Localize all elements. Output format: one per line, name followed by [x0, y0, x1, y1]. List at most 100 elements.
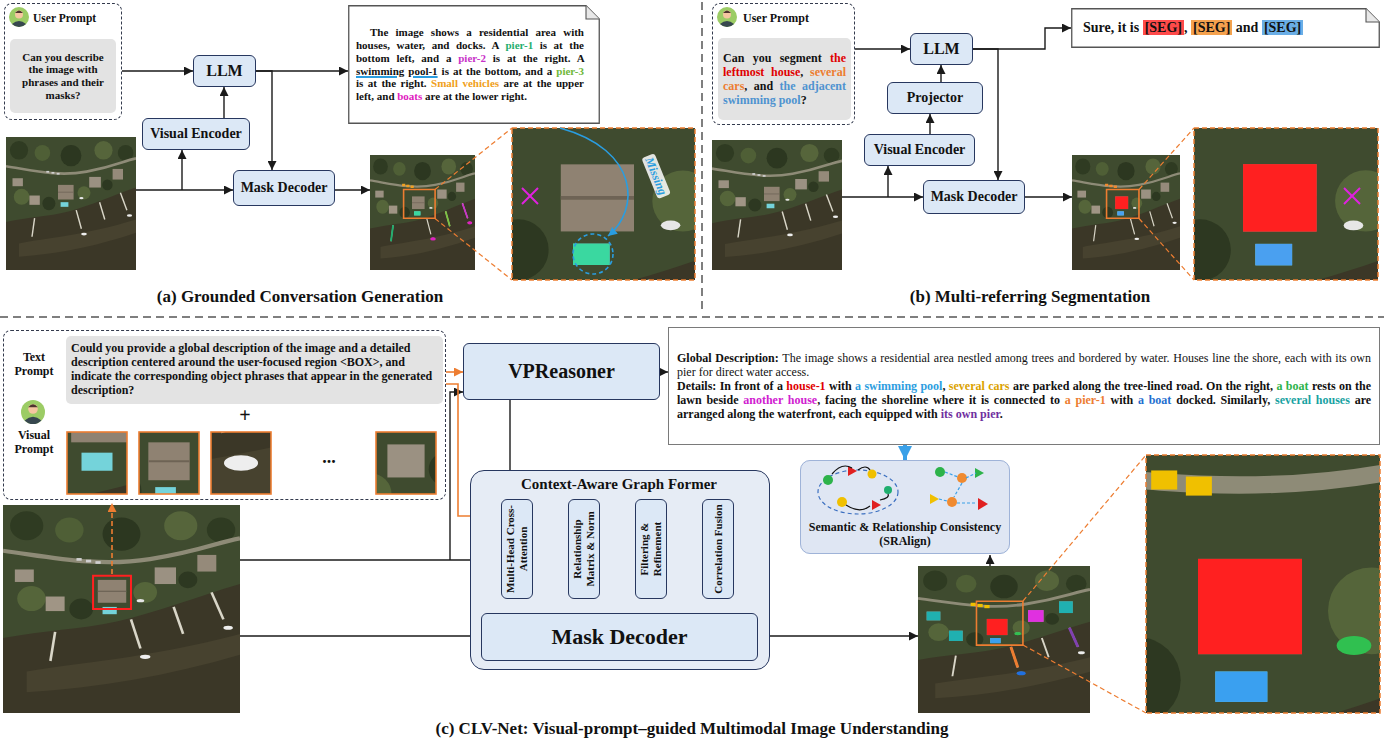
document-outline: [1366, 9, 1379, 22]
illustration-part: [1107, 190, 1139, 219]
node-label: VPReasoner: [508, 360, 615, 383]
illustration-part: [832, 466, 852, 474]
illustration-part: [842, 196, 923, 197]
connector: [973, 28, 1071, 49]
node-label: +: [230, 404, 260, 427]
illustration-part: [370, 155, 475, 270]
illustration-part: [21, 400, 45, 424]
illustration-part: [391, 184, 472, 242]
illustration-part: [9, 7, 29, 27]
node-label: Mask Decoder: [551, 624, 687, 649]
node-label: Visual Prompt: [4, 429, 64, 457]
connector: [855, 48, 910, 49]
text-run: Global Description:: [677, 351, 779, 365]
module-box: Mask Decoder: [923, 180, 1025, 214]
illustration-part: [966, 473, 976, 478]
connector: [929, 114, 930, 134]
text-block: Sure, it is [SEG], [SEG] and [SEG]: [1083, 20, 1362, 37]
illustration-part: [522, 188, 538, 204]
prompt-text-box: Could you provide a global description o…: [66, 336, 443, 404]
text-block: Can you segment the leftmost house, seve…: [723, 51, 846, 108]
caption: (a) Grounded Conversation Generation: [0, 287, 600, 307]
alignment-panel: Semantic & Relationship Consistency (SRA…: [800, 460, 1010, 554]
node-label: User Prompt: [33, 12, 119, 25]
text-run: are at the lower right.: [425, 90, 527, 102]
connector: [223, 87, 224, 118]
paragraph: Sure, it is [SEG], [SEG] and [SEG]: [1083, 20, 1362, 37]
illustration-part: [868, 470, 877, 479]
text-block: Global Description: The image shows a re…: [677, 351, 1371, 422]
node-label: Projector: [907, 90, 963, 106]
text-run: ,: [942, 379, 945, 393]
illustration-part: [887, 166, 888, 197]
illustration-part: [0, 200, 381, 717]
illustration-part: [918, 566, 1090, 713]
prompt-text-box: Can you segment the leftmost house, seve…: [718, 38, 851, 120]
node-label: Mask Decoder: [241, 180, 328, 196]
node-label: Text Prompt: [6, 351, 62, 379]
illustration-part: [760, 635, 918, 636]
illustration-part: [945, 472, 958, 477]
document-outline: [1072, 9, 1380, 48]
illustration-part: [522, 188, 538, 204]
illustration-part: [712, 140, 842, 270]
illustration-part: [939, 472, 977, 503]
illustration-part: [880, 494, 888, 500]
annotation: Missing: [641, 153, 671, 199]
illustration-part: [818, 470, 898, 514]
text-run: ,: [1184, 20, 1188, 35]
node-label: Can you describe the image with phrases …: [15, 51, 111, 102]
illustration-part: [573, 234, 613, 274]
illustration-part: [0, 316, 1384, 318]
illustration-part: [181, 150, 182, 190]
text-run: house-1: [786, 379, 825, 393]
illustration-part: [935, 467, 945, 477]
illustration-part: [211, 432, 271, 494]
module-box: Mask Decoder: [233, 170, 335, 206]
illustration-part: [136, 189, 233, 190]
illustration-part: [6, 137, 136, 270]
illustration-part: [717, 7, 737, 27]
illustration-part: [712, 140, 842, 270]
connector: [122, 70, 193, 71]
illustration-part: [1072, 155, 1180, 270]
node-label: Semantic & Relationship Consistency (SRA…: [805, 521, 1005, 549]
text-run: The image shows a residential area nestl…: [677, 351, 1371, 379]
illustration-part: [3, 505, 240, 713]
illustration-part: [872, 500, 881, 510]
prompt-text-box: Can you describe the image with phrases …: [10, 39, 116, 113]
illustration-part: [957, 502, 977, 503]
illustration-part: [851, 247, 1384, 745]
illustration-part: [954, 483, 962, 497]
text-run: pier-1: [505, 39, 533, 51]
text-run: Can you segment: [723, 51, 822, 65]
connector: [973, 49, 998, 180]
text-run: Sure, it is: [1083, 20, 1139, 35]
illustration-part: [1344, 188, 1360, 204]
node-label: Relationship Matrix & Norm: [571, 502, 596, 596]
illustration-part: [1185, 97, 1316, 266]
output-document: Sure, it is [SEG], [SEG] and [SEG]: [1071, 8, 1380, 48]
text-run: pier-3: [556, 65, 584, 77]
text-run: swimming pool-1: [356, 65, 438, 77]
text-run: is at the right.: [356, 77, 427, 89]
module-box: Projector: [887, 82, 983, 114]
text-run: [SEG]: [1143, 20, 1184, 35]
module-box: LLM: [193, 55, 256, 87]
illustration-part: [335, 189, 370, 190]
output-document: The image shows a residential area with …: [348, 5, 600, 124]
text-run: [SEG]: [1191, 20, 1232, 35]
illustration-part: [67, 432, 436, 494]
connector: [903, 445, 907, 460]
node-label: Visual Encoder: [874, 142, 966, 158]
illustration-part: [989, 555, 990, 566]
illustration-part: [522, 188, 538, 204]
text-run: with: [829, 379, 852, 393]
text-run: , facing the shoreline where it is conne…: [817, 393, 1060, 407]
connector: [660, 371, 668, 372]
node-label: Could you provide a global description o…: [71, 342, 438, 397]
illustration-part: [947, 497, 957, 507]
text-run: [SEG]: [1262, 20, 1303, 35]
module-box: Visual Encoder: [142, 118, 250, 150]
node-label: Visual Encoder: [150, 126, 242, 142]
